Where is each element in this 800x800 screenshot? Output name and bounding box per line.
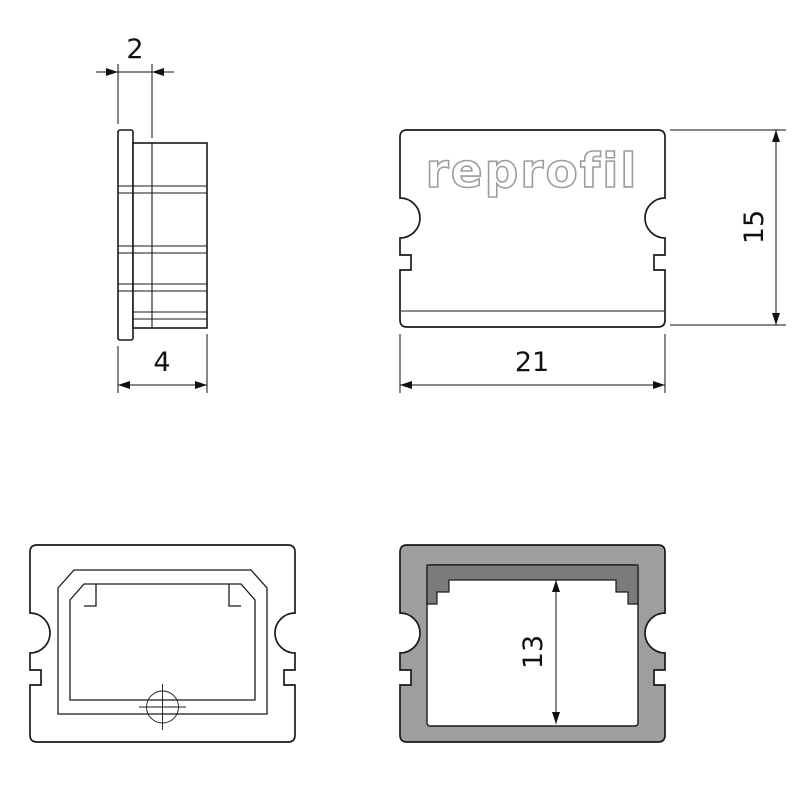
dimension-value: 15 — [739, 210, 770, 244]
dimension-inner-height: 13 — [518, 580, 560, 724]
side-view: 2 4 — [96, 34, 208, 393]
dimension-value: 21 — [515, 347, 549, 378]
dimension-value: 13 — [518, 635, 549, 669]
dimension-flange-thickness: 2 — [96, 34, 174, 138]
dimension-value: 2 — [126, 34, 143, 65]
retention-lips — [426, 564, 639, 605]
brand-logo: reprofil — [426, 144, 639, 199]
inner-wall-contour — [57, 569, 268, 715]
dimension-outer-height: 15 — [670, 129, 786, 326]
dimension-outer-width: 21 — [399, 334, 666, 393]
dimension-value: 4 — [153, 347, 170, 378]
cavity-contour — [69, 583, 256, 701]
front-view: reprofil 15 21 — [399, 129, 786, 393]
end-cap-flange — [117, 129, 134, 341]
dimension-total-depth: 4 — [117, 334, 208, 393]
lip-hook-right — [228, 584, 241, 607]
back-view — [29, 544, 296, 743]
lip-hook-left — [84, 584, 97, 607]
section-view: 13 — [399, 544, 666, 743]
end-cap-plug — [132, 142, 208, 329]
